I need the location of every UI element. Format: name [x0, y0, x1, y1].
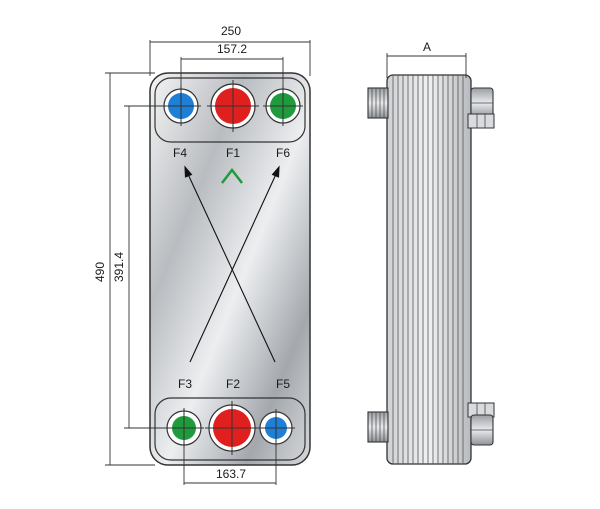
label-f2: F2: [226, 377, 240, 391]
dimension-391-4-label: 391.4: [112, 252, 126, 282]
dimension-overall-height: [105, 72, 155, 466]
dimension-250-label: 250: [221, 24, 241, 38]
arrowhead-icon: [271, 165, 280, 178]
dimension-top-port-spacing: [180, 57, 284, 90]
nozzle-top-right: [467, 87, 495, 129]
label-f3: F3: [178, 377, 192, 391]
dimension-490-label: 490: [93, 262, 107, 282]
dimension-163-7-label: 163.7: [216, 467, 246, 481]
port-f3: [164, 408, 204, 448]
nozzle-top-left: [367, 87, 389, 119]
dimension-157-2-label: 157.2: [217, 42, 247, 56]
dimension-bottom-port-spacing: [183, 444, 277, 485]
dimension-port-vertical-spacing: [124, 105, 170, 429]
nozzle-bottom-right: [467, 402, 495, 446]
nozzle-bottom-left: [367, 411, 389, 443]
port-f6: [263, 86, 303, 126]
dimension-stack-depth: [386, 53, 467, 78]
side-view: A: [367, 40, 495, 465]
top-port-band: [154, 77, 306, 143]
plate-stack-lines: [392, 75, 464, 464]
label-f4: F4: [173, 146, 187, 160]
port-f4: [161, 86, 201, 126]
label-f1: F1: [226, 146, 240, 160]
dimension-a-label: A: [423, 40, 431, 54]
flow-direction-chevron-icon: [221, 167, 243, 184]
port-f1: [207, 80, 259, 132]
flow-arrow-f3-to-f6: [189, 171, 278, 363]
flow-arrow-f5-to-f4: [186, 171, 276, 363]
port-f5: [257, 409, 295, 447]
bottom-port-band: [154, 397, 306, 461]
plate-body: [149, 72, 311, 466]
flow-arrows: [184, 165, 280, 363]
front-view: F4 F1 F6 F3 F2 F5 250 157.2: [93, 24, 311, 485]
port-f2: [205, 401, 259, 455]
arrowhead-icon: [184, 165, 193, 178]
dimension-overall-width: [149, 40, 311, 76]
label-f5: F5: [276, 377, 290, 391]
label-f6: F6: [276, 146, 290, 160]
